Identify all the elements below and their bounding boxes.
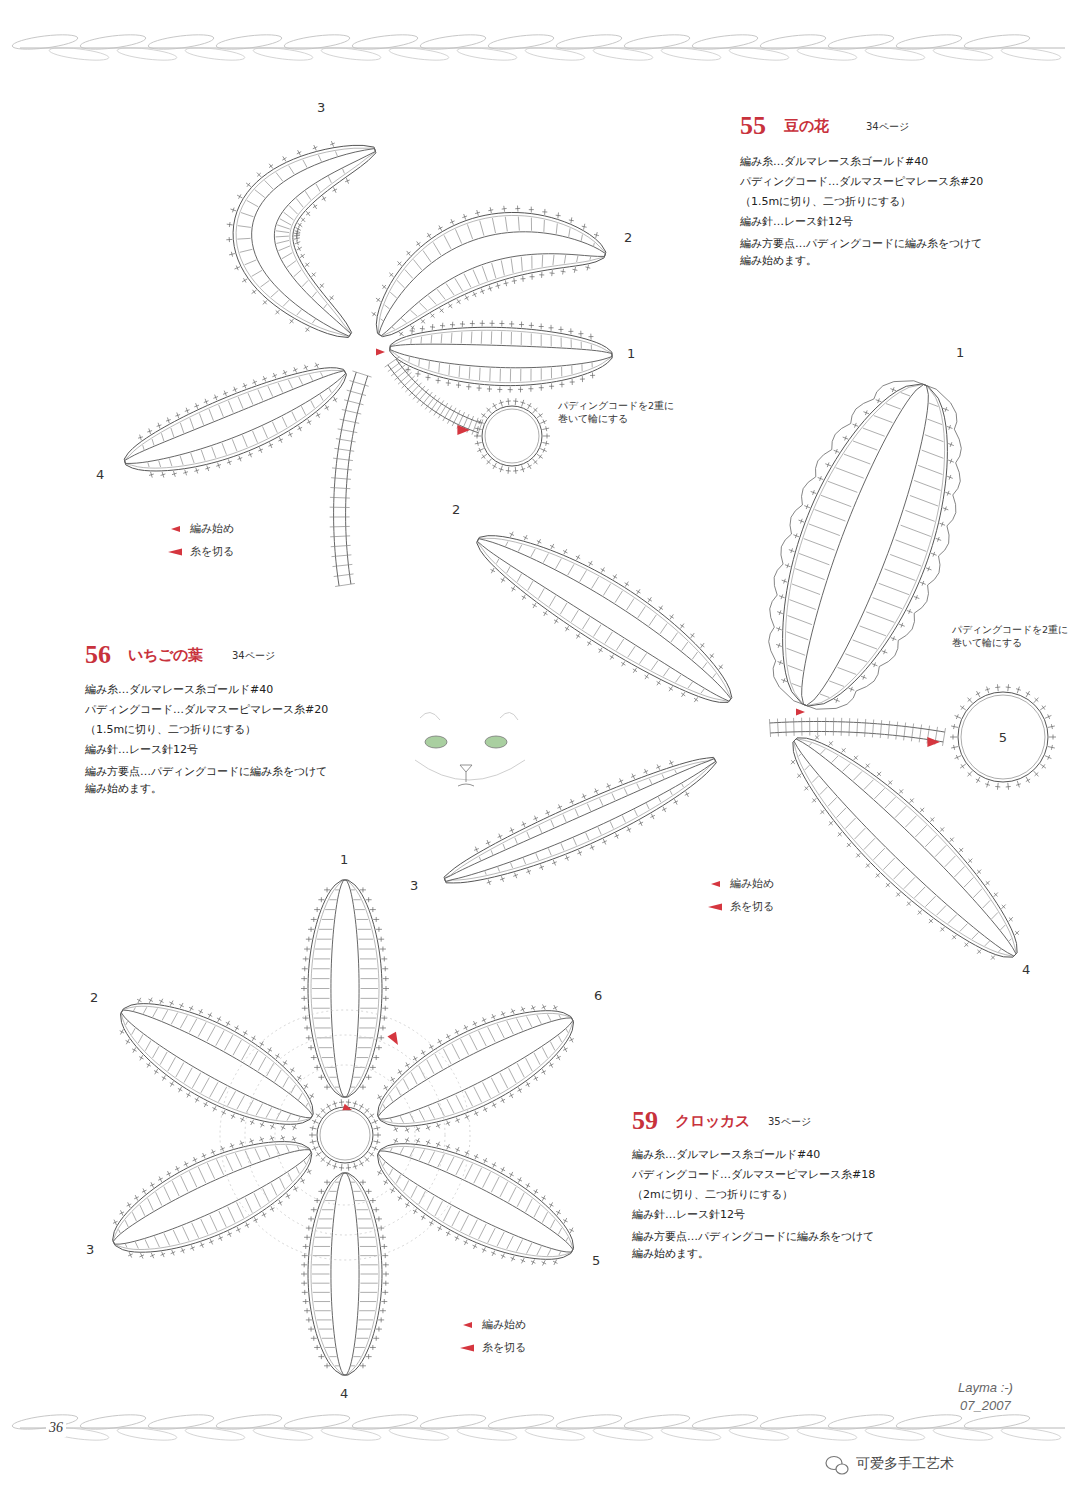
legend-text: 糸を切る [190, 545, 234, 559]
callout-number: 1 [956, 345, 964, 361]
spec-note: 編み方要点…パディングコードに編み糸をつけて編み始めます。 [632, 1228, 884, 1262]
cord-ring [474, 398, 550, 474]
spec-line: 編み糸…ダルマレース糸ゴールド#40 [632, 1148, 820, 1162]
cord-note: パディングコードを2重に巻いて輪にする [558, 400, 676, 426]
watermark: 可爱多手工艺术 [856, 1455, 954, 1473]
legend-arrow [458, 1343, 476, 1353]
callout-number: 2 [624, 230, 632, 246]
callout-number: 6 [594, 988, 602, 1004]
petal-chart [377, 1004, 574, 1132]
motif-title: クロッカス [675, 1112, 750, 1131]
signature: Layma :-) [958, 1380, 1013, 1396]
motif-number: 56 [85, 642, 111, 668]
petal-chart [124, 363, 346, 478]
spec-line: パディングコード…ダルマスーピマレース糸#18 [632, 1168, 875, 1182]
spec-line: 編み糸…ダルマレース糸ゴールド#40 [85, 683, 273, 697]
cord-ring [309, 1099, 381, 1171]
watermark-icon [826, 1457, 848, 1475]
start-arrow [342, 1104, 353, 1114]
legend-arrow [166, 547, 184, 557]
legend-text: 編み始め [190, 522, 234, 536]
cat-watermark [415, 712, 525, 786]
signature-date: 07_2007 [960, 1398, 1011, 1414]
legend-item: 糸を切る [706, 900, 774, 914]
start-arrow [927, 737, 940, 747]
petal-chart [301, 1173, 389, 1375]
legend-arrow [706, 902, 724, 912]
spec-line: 編み針…レース針12号 [632, 1208, 745, 1222]
padding-cord [330, 371, 372, 587]
legend-text: 編み始め [730, 877, 774, 891]
legend-text: 糸を切る [730, 900, 774, 914]
page-ref: 35ページ [768, 1116, 811, 1129]
spec-line: 編み針…レース針12号 [740, 215, 853, 229]
callout-number: 3 [317, 100, 325, 116]
callout-number: 4 [340, 1386, 348, 1402]
callout-number: 4 [96, 467, 104, 483]
spec-line: （1.5mに切り、二つ折りにする） [85, 723, 256, 737]
start-arrow [796, 709, 805, 716]
spec-line: パディングコード…ダルマスーピマレース糸#20 [85, 703, 328, 717]
petal-chart [791, 735, 1019, 959]
start-arrow [376, 349, 385, 356]
spec-line: （1.5mに切り、二つ折りにする） [740, 195, 911, 209]
petal-chart [377, 1137, 574, 1265]
legend-item: 編み始め [458, 1318, 526, 1332]
petal-chart [226, 141, 376, 337]
spec-note: 編み方要点…パディングコードに編み糸をつけて編み始めます。 [740, 235, 992, 269]
cord-ring-node: 5 [948, 682, 1058, 792]
spec-line: パディングコード…ダルマスーピマレース糸#20 [740, 175, 983, 189]
start-arrow [387, 1032, 402, 1048]
legend-item: 編み始め [166, 522, 234, 536]
guide-circle [220, 1010, 470, 1260]
callout-number: 1 [627, 346, 635, 362]
stitch-chart [113, 141, 1019, 1375]
petal-chart [769, 381, 962, 709]
legend-item: 編み始め [706, 877, 774, 891]
spec-line: 編み針…レース針12号 [85, 743, 198, 757]
legend-arrow [706, 879, 724, 889]
spec-note: 編み方要点…パディングコードに編み糸をつけて編み始めます。 [85, 763, 337, 797]
legend-item: 糸を切る [458, 1341, 526, 1355]
start-arrow [457, 425, 470, 435]
page-border [12, 1412, 1065, 1443]
padding-cord [385, 357, 483, 437]
page-ref: 34ページ [232, 650, 275, 663]
legend-item: 糸を切る [166, 545, 234, 559]
motif-number: 55 [740, 113, 766, 139]
legend-text: 編み始め [482, 1318, 526, 1332]
padding-cord [769, 717, 945, 745]
callout-number: 3 [86, 1242, 94, 1258]
motif-number: 59 [632, 1108, 658, 1134]
guide-circle [245, 1035, 445, 1235]
spec-line: 編み糸…ダルマレース糸ゴールド#40 [740, 155, 928, 169]
petal-chart [477, 532, 732, 703]
callout-number: 2 [90, 990, 98, 1006]
petal-chart [120, 998, 314, 1131]
petal-chart [301, 880, 389, 1097]
callout-number: 5 [592, 1253, 600, 1269]
petal-chart [372, 206, 606, 337]
page-number: 36 [46, 1419, 66, 1437]
callout-number: 3 [410, 878, 418, 894]
motif-title: いちごの葉 [128, 646, 203, 665]
petal-chart [444, 757, 716, 885]
legend-arrow [458, 1320, 476, 1330]
legend-arrow [166, 524, 184, 534]
callout-number: 4 [1022, 962, 1030, 978]
guide-circle [275, 1065, 415, 1205]
motif-title: 豆の花 [784, 117, 829, 136]
page-border [12, 32, 1065, 63]
cord-note: パディングコードを2重に巻いて輪にする [952, 624, 1070, 650]
petal-chart [113, 1135, 312, 1258]
legend-text: 糸を切る [482, 1341, 526, 1355]
page-ref: 34ページ [866, 121, 909, 134]
petal-chart [390, 320, 613, 392]
ring-number: 5 [948, 682, 1058, 792]
spec-line: （2mに切り、二つ折りにする） [632, 1188, 793, 1202]
callout-number: 1 [340, 852, 348, 868]
callout-number: 2 [452, 502, 460, 518]
